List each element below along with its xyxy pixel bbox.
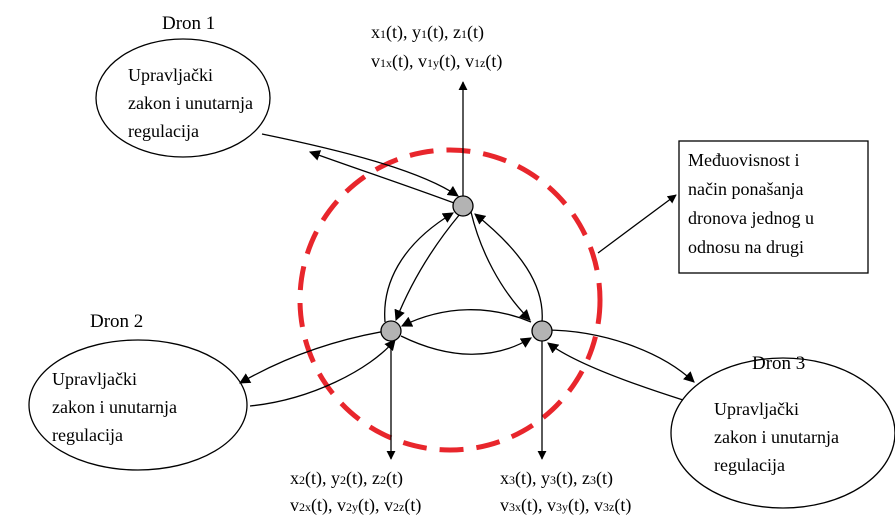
drone-2-line-1: Upravljački — [52, 369, 137, 389]
state-1-position: x1(t), y1(t), z1(t) — [371, 22, 484, 43]
drone-3-ellipse — [670, 357, 895, 509]
interaction-zone-circle — [297, 147, 603, 453]
drone-3-line-1: Upravljački — [714, 399, 799, 419]
box-line-3: dronova jednog u — [688, 208, 814, 228]
state-2-velocity: v2x(t), v2y(t), v2z(t) — [290, 495, 421, 516]
drone-2-title: Dron 2 — [90, 311, 143, 332]
link-drone2-to-node2 — [249, 339, 396, 407]
link-drone3-to-node3 — [547, 342, 684, 401]
link-node2-to-node1 — [384, 212, 454, 323]
drone-3-title: Dron 3 — [752, 353, 805, 374]
drone-2-node — [380, 320, 402, 342]
drone-1-line-1: Upravljački — [128, 65, 213, 85]
box-line-1: Međuovisnost i — [688, 150, 800, 170]
state-1-velocity: v1x(t), v1y(t), v1z(t) — [371, 51, 502, 72]
link-drone1-to-node1 — [261, 133, 459, 197]
drone-1-node — [452, 195, 474, 217]
link-node3-to-node2 — [401, 309, 532, 327]
box-line-2: način ponašanja — [688, 179, 803, 199]
drone-1-line-3: regulacija — [128, 121, 199, 141]
link-node1-to-drone1 — [308, 150, 463, 207]
drone-1-ellipse — [95, 38, 271, 158]
drone-3-line-3: regulacija — [714, 455, 785, 475]
link-node2-to-node3 — [400, 335, 532, 355]
box-line-4: odnosu na drugi — [688, 237, 804, 257]
drone-3-node — [531, 320, 553, 342]
box-pointer-arrow — [597, 194, 677, 254]
drone-2-ellipse — [28, 339, 248, 471]
link-node3-to-drone3 — [544, 329, 695, 383]
drone-3-line-2: zakon i unutarnja — [714, 427, 839, 447]
state-3-velocity: v3x(t), v3y(t), v3z(t) — [500, 495, 631, 516]
link-node1-to-node3 — [470, 211, 531, 321]
drone-1-line-2: zakon i unutarnja — [128, 93, 253, 113]
drone-2-line-2: zakon i unutarnja — [52, 397, 177, 417]
interdependence-box — [678, 140, 869, 274]
drone-2-line-3: regulacija — [52, 425, 123, 445]
state-3-position: x3(t), y3(t), z3(t) — [500, 468, 613, 489]
link-node1-to-node2 — [394, 213, 461, 322]
drone-1-title: Dron 1 — [162, 13, 215, 34]
link-node2-to-drone2 — [239, 329, 393, 384]
link-node3-to-node1 — [474, 213, 543, 323]
state-2-position: x2(t), y2(t), z2(t) — [290, 468, 403, 489]
